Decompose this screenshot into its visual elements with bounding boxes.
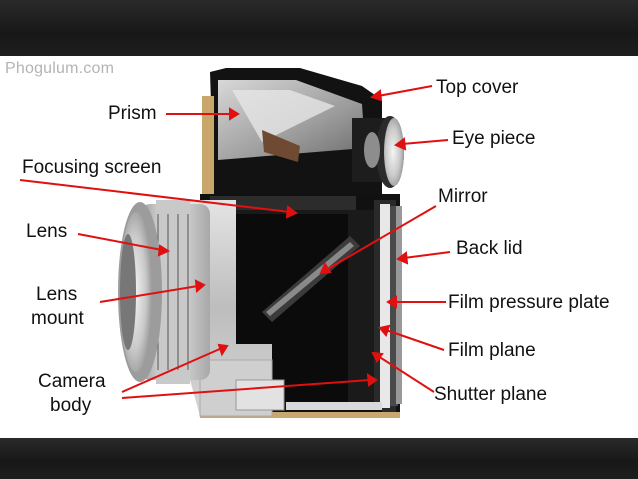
- watermark: Phogulum.com: [5, 60, 115, 77]
- label-film-plane: Film plane: [448, 340, 536, 361]
- reflex-mirror: [262, 236, 360, 322]
- label-focusing-screen: Focusing screen: [22, 157, 162, 178]
- label-prism: Prism: [108, 103, 157, 124]
- label-lens: Lens: [26, 221, 68, 242]
- pointer-arrows: [19, 85, 451, 399]
- eye-piece-assembly: [352, 116, 404, 188]
- label-film-pressure-plate: Film pressure plate: [448, 292, 610, 313]
- lens-assembly: [118, 200, 285, 417]
- label-mirror: Mirror: [438, 186, 488, 207]
- bottom-dark-band: [0, 438, 638, 479]
- label-back-lid: Back lid: [456, 238, 523, 259]
- top-cover-housing: [202, 68, 382, 200]
- label-camera-body-line2: body: [50, 395, 92, 416]
- label-lens-mount-line1: Lens: [36, 284, 78, 305]
- label-lens-mount-line2: mount: [31, 308, 84, 329]
- label-camera-body-line1: Camera: [38, 371, 106, 392]
- label-eye-piece: Eye piece: [452, 128, 536, 149]
- label-shutter-plane: Shutter plane: [434, 384, 548, 405]
- top-dark-band: [0, 0, 638, 56]
- label-top-cover: Top cover: [436, 77, 519, 98]
